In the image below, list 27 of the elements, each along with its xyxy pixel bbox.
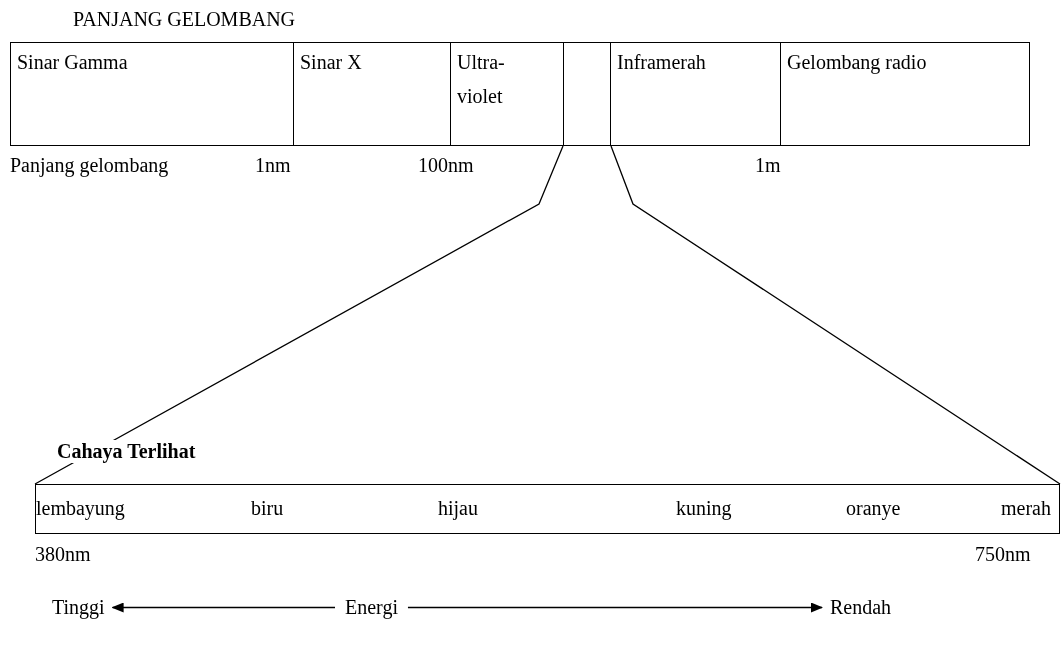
- wavelength-value: 100nm: [418, 154, 474, 177]
- spectrum-cell: Gelombang radio: [780, 42, 1030, 146]
- wavelength-value: 380nm: [35, 543, 91, 566]
- colour-name: kuning: [676, 497, 732, 520]
- arrow: [407, 602, 823, 613]
- spectrum-cell: Sinar Gamma: [10, 42, 294, 146]
- colour-name: hijau: [438, 497, 478, 520]
- band-heading: Cahaya Terlihat: [55, 440, 198, 463]
- arrow: [111, 602, 336, 613]
- energy-label: Rendah: [830, 596, 892, 619]
- colour-name: biru: [251, 497, 284, 520]
- axis-label: Panjang gelombang: [10, 154, 169, 177]
- spectrum-cell: Ultra-violet: [450, 42, 564, 146]
- energy-label: Energi: [345, 596, 398, 619]
- empty-band-cell: [563, 42, 611, 146]
- diagram-title: PANJANG GELOMBANG: [73, 8, 296, 31]
- zoom-line: [610, 145, 1061, 485]
- colour-name: oranye: [846, 497, 901, 520]
- colour-name: merah: [1001, 497, 1051, 520]
- spectrum-cell: Sinar X: [293, 42, 451, 146]
- wavelength-value: 1m: [755, 154, 781, 177]
- zoom-line: [34, 145, 564, 485]
- wavelength-value: 1nm: [255, 154, 291, 177]
- wavelength-value: 750nm: [975, 543, 1031, 566]
- energy-label: Tinggi: [52, 596, 105, 619]
- colour-name: lembayung: [36, 497, 125, 520]
- spectrum-cell: Inframerah: [610, 42, 781, 146]
